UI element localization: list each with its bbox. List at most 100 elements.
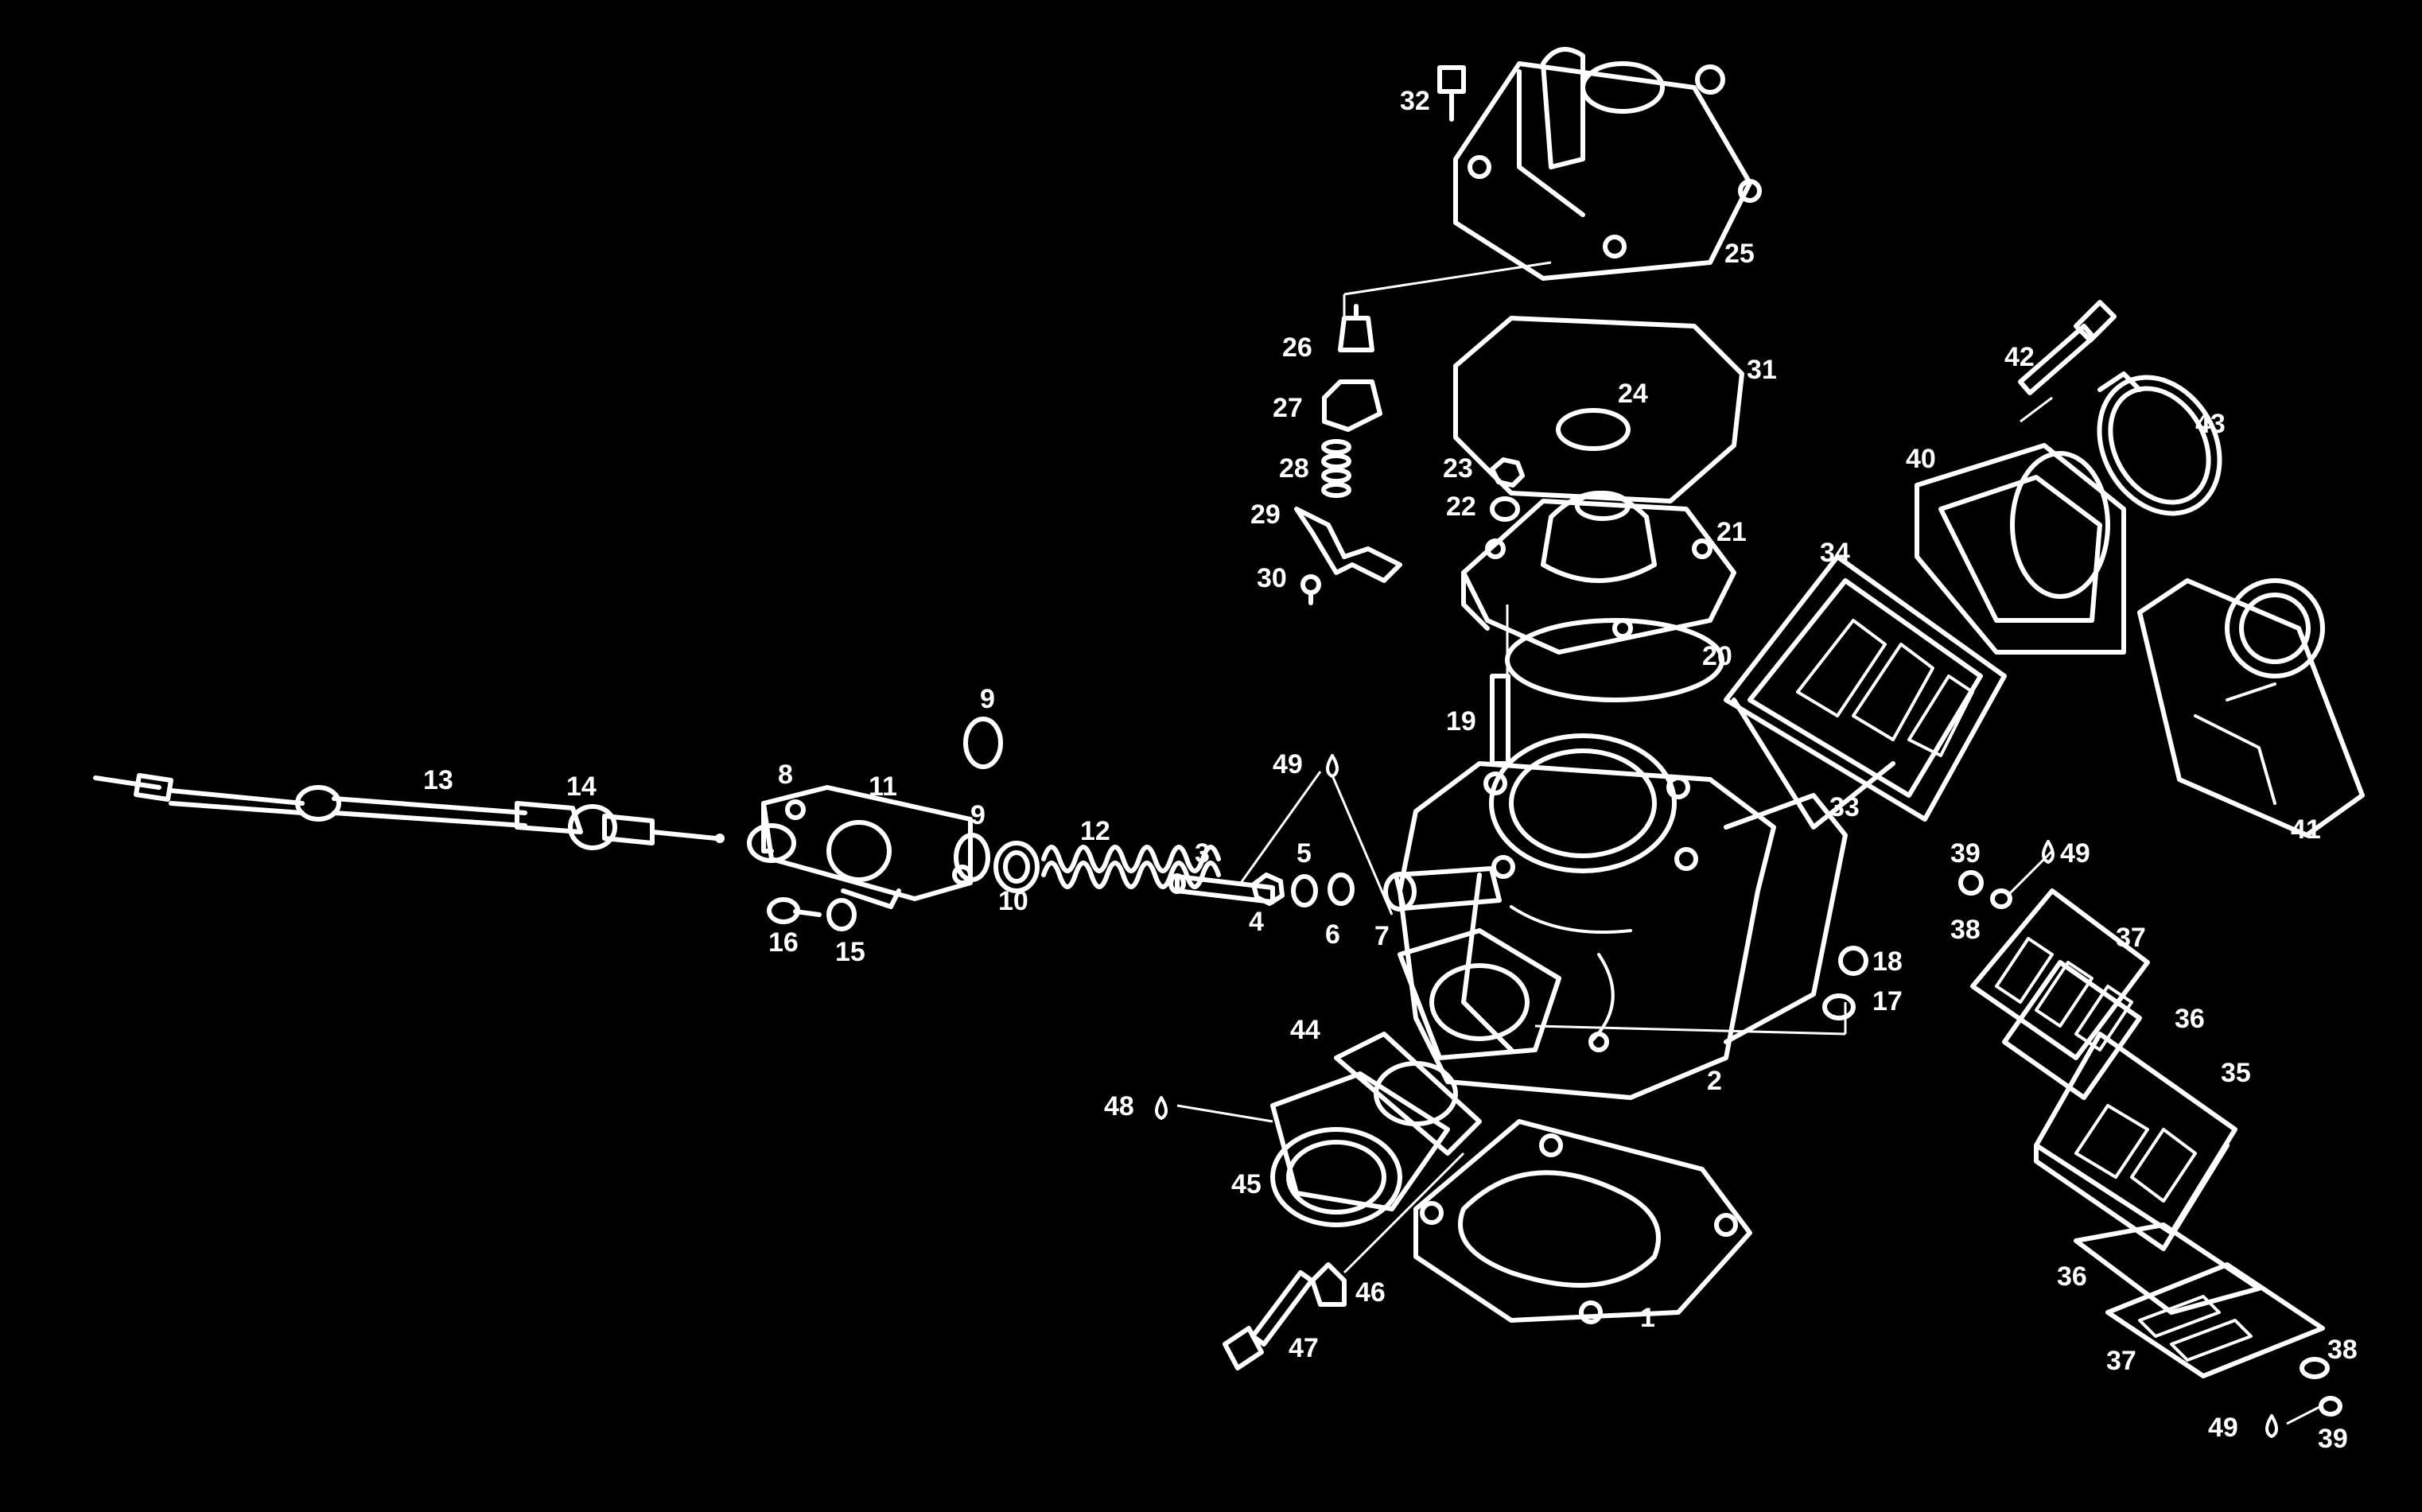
- dowel-pin-19: [1490, 674, 1510, 766]
- washer-38-lower: [2300, 1357, 2330, 1379]
- throttle-cable: [93, 773, 725, 850]
- label-31: 31: [1747, 355, 1777, 385]
- flange-45: [1270, 1071, 1450, 1227]
- washer-15: [826, 898, 857, 931]
- label-14: 14: [566, 772, 597, 802]
- cover-25: [1453, 47, 1762, 281]
- intake-adapter-41: [2137, 578, 2365, 838]
- washer-17: [1822, 993, 1856, 1020]
- reed-petal-37-lower: [2105, 1262, 2325, 1378]
- bolt-18: [1838, 946, 1868, 976]
- label-28: 28: [1279, 453, 1309, 484]
- label-37-upper: 37: [2116, 923, 2146, 953]
- grease-drop-49b-icon: [2042, 840, 2055, 864]
- exhaust-socket-7: [1383, 866, 1502, 911]
- spring-28: [1321, 439, 1351, 498]
- label-1: 1: [1640, 1303, 1655, 1333]
- o-ring-9-upper: [963, 717, 1003, 769]
- screw-39-lower: [2319, 1396, 2342, 1417]
- screw-39-upper: [1958, 870, 1984, 896]
- label-37-lower: 37: [2106, 1346, 2136, 1376]
- bolt-47: [1223, 1270, 1314, 1370]
- label-2: 2: [1707, 1066, 1722, 1096]
- label-46: 46: [1355, 1277, 1386, 1308]
- label-35: 35: [2221, 1058, 2251, 1088]
- label-41: 41: [2291, 814, 2321, 845]
- label-43: 43: [2195, 409, 2226, 439]
- label-18: 18: [1872, 946, 1903, 977]
- label-29: 29: [1250, 499, 1281, 530]
- cylinder-head-21: [1461, 491, 1736, 655]
- spring-12: [1041, 845, 1221, 889]
- label-45: 45: [1231, 1169, 1262, 1199]
- label-8: 8: [778, 760, 793, 790]
- reed-stop-36-upper: [2002, 960, 2142, 1100]
- label-47: 47: [1289, 1333, 1319, 1363]
- label-5: 5: [1297, 838, 1312, 869]
- gasket-31: [1453, 316, 1744, 503]
- cylinder-2: [1398, 733, 1848, 1100]
- label-10: 10: [998, 886, 1028, 916]
- label-7: 7: [1374, 921, 1390, 951]
- label-42: 42: [2004, 342, 2035, 372]
- spring-cup-10: [993, 841, 1040, 893]
- bolt-32: [1437, 65, 1466, 122]
- label-38-upper: 38: [1950, 915, 1981, 945]
- bolt-16: [767, 897, 822, 924]
- reed-valve-block-34: [1724, 554, 2007, 822]
- label-49-bottom: 49: [2208, 1413, 2238, 1443]
- label-13: 13: [423, 765, 453, 795]
- label-9-upper: 9: [980, 684, 995, 714]
- label-19: 19: [1446, 706, 1476, 737]
- label-3: 3: [1195, 838, 1210, 869]
- clamp-43: [2097, 371, 2222, 516]
- label-22: 22: [1446, 492, 1476, 522]
- gasket-44: [1334, 1032, 1482, 1156]
- valve-housing: [747, 785, 973, 909]
- leader-lines: [1176, 261, 2322, 1425]
- bracket-46: [1310, 1262, 1347, 1307]
- washer-38-upper: [1990, 888, 2012, 909]
- grease-drop-48-icon: [1155, 1096, 1168, 1120]
- label-39-lower: 39: [2318, 1424, 2348, 1454]
- base-gasket-1: [1413, 1119, 1752, 1324]
- sensor-26: [1338, 304, 1374, 352]
- reed-petal-37-upper: [1970, 888, 2150, 1060]
- label-26: 26: [1282, 332, 1312, 363]
- label-20: 20: [1702, 641, 1732, 671]
- label-39-upper: 39: [1950, 838, 1981, 869]
- label-36-upper: 36: [2175, 1004, 2205, 1034]
- label-30: 30: [1257, 563, 1287, 593]
- label-34: 34: [1820, 538, 1850, 568]
- label-17: 17: [1872, 986, 1903, 1016]
- gasket-33: [1732, 698, 1895, 830]
- label-12: 12: [1080, 816, 1110, 846]
- o-ring-9-lower: [954, 833, 990, 882]
- washer-5: [1291, 874, 1318, 908]
- washer-6: [1328, 873, 1355, 906]
- label-38-lower: 38: [2327, 1335, 2358, 1365]
- label-27: 27: [1273, 393, 1303, 423]
- cap-27: [1322, 379, 1382, 432]
- label-23: 23: [1443, 453, 1473, 484]
- nut-4: [1251, 873, 1285, 906]
- label-16: 16: [768, 927, 799, 958]
- grease-drop-49c-icon: [2265, 1414, 2278, 1438]
- intake-adapter-40: [1915, 443, 2126, 655]
- label-24: 24: [1618, 379, 1648, 409]
- label-4: 4: [1249, 907, 1264, 937]
- bracket-29: [1294, 507, 1402, 583]
- label-40: 40: [1906, 444, 1936, 474]
- washer-22: [1490, 496, 1520, 522]
- label-11: 11: [869, 772, 897, 802]
- reed-block-35: [2034, 1032, 2237, 1251]
- label-36-lower: 36: [2057, 1261, 2087, 1292]
- intake-socket: [1398, 928, 1561, 1060]
- label-49-right: 49: [2060, 838, 2090, 869]
- o-ring-24: [1556, 408, 1631, 451]
- label-15: 15: [835, 937, 865, 967]
- label-44: 44: [1290, 1015, 1320, 1045]
- grease-drop-49a-icon: [1326, 754, 1339, 778]
- label-6: 6: [1325, 919, 1340, 950]
